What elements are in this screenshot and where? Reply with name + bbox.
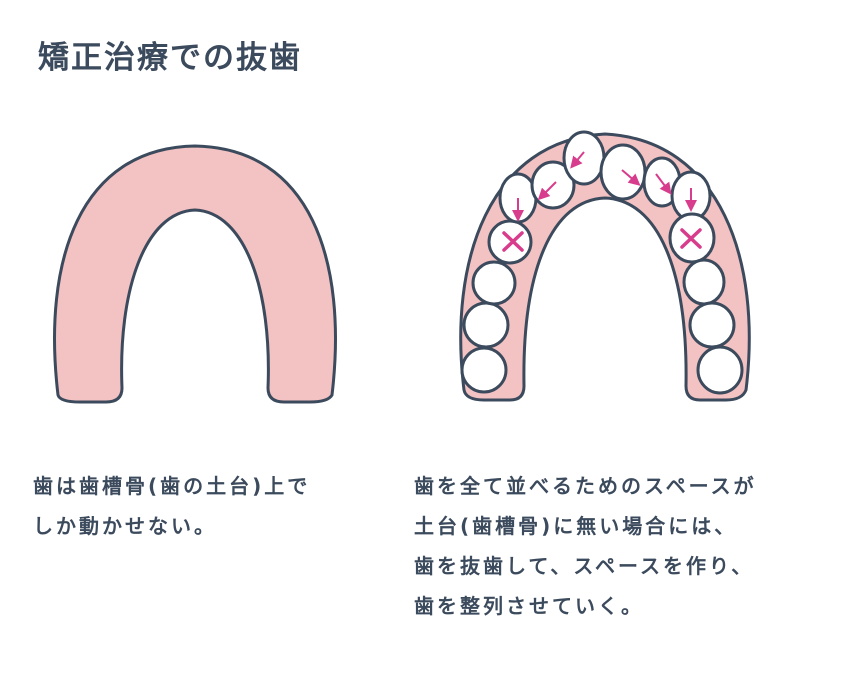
caption-line: 歯を抜歯して、スペースを作り、 xyxy=(414,554,755,578)
tooth xyxy=(462,301,510,349)
arrow-icon xyxy=(621,169,641,186)
caption-line: 歯を全て並べるためのスペースが xyxy=(414,474,757,498)
arrow-icon xyxy=(655,173,672,195)
caption-line: 土台(歯槽骨)に無い場合には、 xyxy=(414,514,738,538)
alveolar-bone-arch xyxy=(53,144,337,404)
crowded-teeth-diagram xyxy=(459,130,751,402)
caption-right: 歯を全て並べるためのスペースが 土台(歯槽骨)に無い場合には、 歯を抜歯して、ス… xyxy=(414,466,834,626)
caption-left: 歯は歯槽骨(歯の土台)上で しか動かせない。 xyxy=(33,466,363,546)
tooth xyxy=(460,346,508,394)
alveolar-arch-diagram xyxy=(53,144,337,404)
tooth xyxy=(688,301,736,349)
arrow-icon xyxy=(537,181,557,201)
page-title: 矯正治療での抜歯 xyxy=(38,40,302,76)
tooth xyxy=(682,258,726,306)
caption-line: 歯は歯槽骨(歯の土台)上で xyxy=(33,474,311,498)
caption-line: しか動かせない。 xyxy=(33,514,217,538)
x-mark-icon xyxy=(502,231,524,252)
caption-line: 歯を整列させていく。 xyxy=(414,594,644,618)
x-mark-icon xyxy=(680,228,702,249)
tooth xyxy=(471,260,517,306)
tooth xyxy=(696,345,744,395)
tooth xyxy=(562,130,606,186)
arrow-icon xyxy=(570,151,585,169)
